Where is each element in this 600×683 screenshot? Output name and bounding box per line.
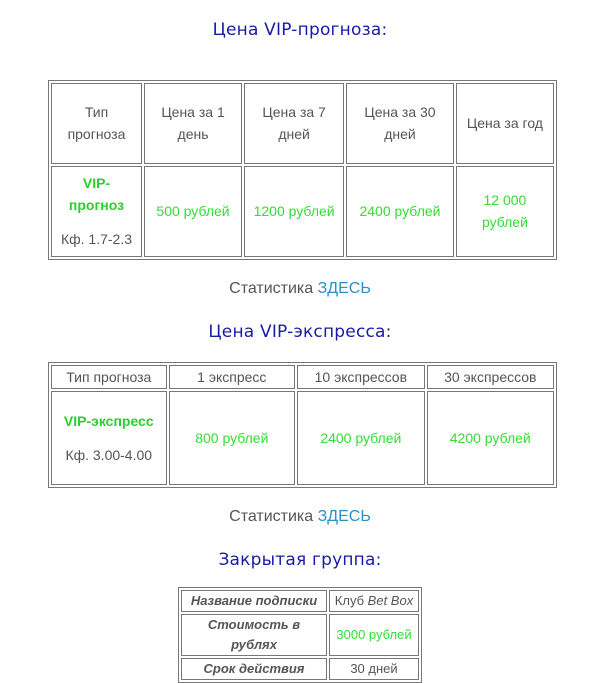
closed-group-heading: Закрытая группа: bbox=[218, 550, 382, 570]
closed-group-table: Название подписки Клуб Bet Box Стоимость… bbox=[178, 587, 422, 683]
stats-link-here[interactable]: ЗДЕСЬ bbox=[317, 508, 371, 525]
vip-forecast-heading: Цена VIP-прогноза: bbox=[212, 20, 388, 40]
forecast-type-name: VIP-прогноз bbox=[68, 175, 125, 214]
stats-label: Статистика bbox=[229, 508, 314, 525]
table-header-row: Тип прогноза 1 экспресс 10 экспрессов 30… bbox=[51, 365, 554, 390]
header-price-7-days: Цена за 7 дней bbox=[244, 83, 345, 164]
table-row: Название подписки Клуб Bet Box bbox=[181, 590, 419, 612]
price-year: 12 000 рублей bbox=[455, 165, 554, 257]
cost-label: Стоимость в рублях bbox=[181, 614, 327, 656]
header-10-expresses: 10 экспрессов bbox=[297, 365, 425, 390]
header-price-1-day: Цена за 1 день bbox=[143, 83, 243, 164]
price-30-expresses: 4200 рублей bbox=[426, 391, 554, 485]
header-30-expresses: 30 экспрессов bbox=[426, 365, 554, 390]
table-row: VIP-прогноз Кф. 1.7-2.3 500 рублей 1200 … bbox=[51, 165, 554, 257]
header-price-30-days: Цена за 30 дней bbox=[346, 83, 454, 164]
vip-express-heading: Цена VIP-экспресса: bbox=[208, 322, 392, 342]
stats-label: Статистика bbox=[229, 280, 314, 297]
subscription-name-prefix: Клуб bbox=[334, 593, 368, 608]
header-1-express: 1 экспресс bbox=[168, 365, 296, 390]
price-1-express: 800 рублей bbox=[168, 391, 296, 485]
table-header-row: Тип прогноза Цена за 1 день Цена за 7 дн… bbox=[51, 83, 554, 164]
vip-forecast-price-table: Тип прогноза Цена за 1 день Цена за 7 дн… bbox=[48, 80, 557, 260]
table-row: VIP-экспресс Кф. 3.00-4.00 800 рублей 24… bbox=[51, 391, 554, 485]
forecast-type-cell: VIP-прогноз Кф. 1.7-2.3 bbox=[51, 165, 142, 257]
stats-line-1: Статистика ЗДЕСЬ bbox=[0, 280, 600, 298]
cost-value: 3000 рублей bbox=[329, 614, 419, 656]
subscription-name-brand: Bet Box bbox=[367, 593, 414, 608]
forecast-type-coef: Кф. 1.7-2.3 bbox=[60, 231, 132, 248]
express-type-cell: VIP-экспресс Кф. 3.00-4.00 bbox=[51, 391, 167, 485]
price-7-days: 1200 рублей bbox=[244, 165, 345, 257]
stats-line-2: Статистика ЗДЕСЬ bbox=[0, 508, 600, 526]
express-type-coef: Кф. 3.00-4.00 bbox=[65, 447, 153, 464]
header-price-year: Цена за год bbox=[455, 83, 554, 164]
price-10-expresses: 2400 рублей bbox=[297, 391, 425, 485]
subscription-name-value: Клуб Bet Box bbox=[329, 590, 419, 612]
stats-link-here[interactable]: ЗДЕСЬ bbox=[317, 280, 371, 297]
price-30-days: 2400 рублей bbox=[346, 165, 454, 257]
express-type-name: VIP-экспресс bbox=[63, 413, 154, 430]
price-1-day: 500 рублей bbox=[143, 165, 243, 257]
subscription-name-label: Название подписки bbox=[181, 590, 327, 612]
header-forecast-type: Тип прогноза bbox=[51, 365, 167, 390]
table-row: Стоимость в рублях 3000 рублей bbox=[181, 614, 419, 656]
header-forecast-type: Тип прогноза bbox=[51, 83, 142, 164]
vip-express-price-table: Тип прогноза 1 экспресс 10 экспрессов 30… bbox=[48, 362, 557, 488]
